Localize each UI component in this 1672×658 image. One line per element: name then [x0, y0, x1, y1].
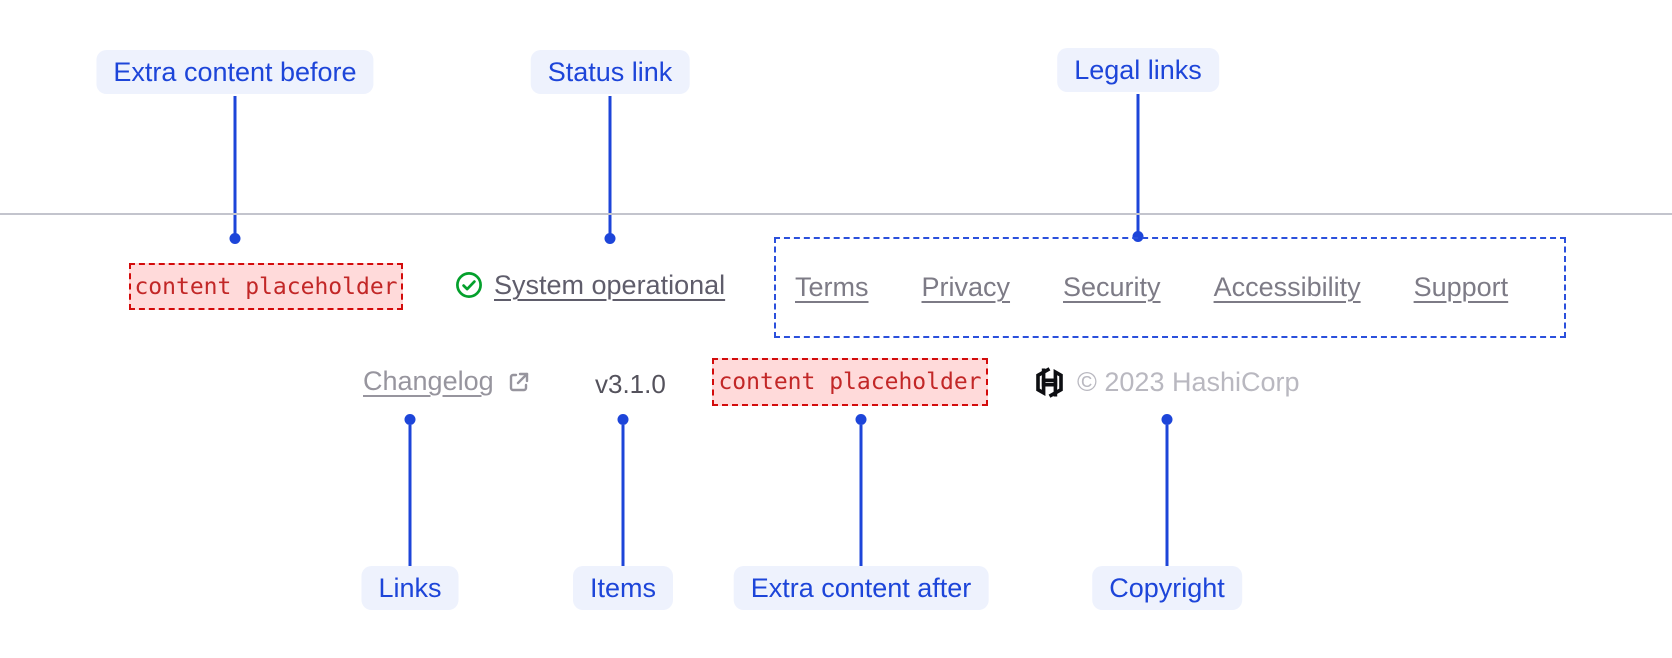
annotation-extra-content-before: Extra content before	[96, 50, 374, 94]
connector-line	[1136, 94, 1140, 232]
annotation-extra-content-after: Extra content after	[733, 566, 989, 610]
placeholder-text: content placeholder	[718, 369, 982, 395]
copyright: © 2023 HashiCorp	[1036, 367, 1300, 398]
footer-top-divider	[0, 213, 1672, 215]
hashicorp-logo	[1036, 367, 1063, 398]
check-circle-icon	[455, 271, 483, 299]
changelog-link-label[interactable]: Changelog	[363, 366, 494, 396]
connector-dot	[1161, 414, 1173, 425]
annotation-legal-links: Legal links	[1057, 48, 1219, 92]
connector-dot	[604, 233, 616, 244]
extra-content-before-placeholder: content placeholder	[129, 263, 403, 310]
annotation-items: Items	[572, 566, 674, 610]
connector-dot	[855, 414, 867, 425]
copyright-text: © 2023 HashiCorp	[1077, 367, 1300, 397]
annotation-links: Links	[361, 566, 459, 610]
connector-line	[621, 425, 625, 566]
version-item: v3.1.0	[595, 369, 666, 399]
extra-content-after-placeholder: content placeholder	[712, 358, 988, 406]
legal-links-region: Terms Privacy Security Accessibility Sup…	[774, 237, 1566, 338]
connector-dot	[404, 414, 416, 425]
annotation-status-link: Status link	[530, 50, 690, 94]
connector-dot	[1132, 231, 1144, 242]
connector-dot	[229, 233, 241, 244]
legal-link-terms[interactable]: Terms	[795, 272, 869, 302]
connector-line	[233, 96, 237, 234]
legal-link-support[interactable]: Support	[1413, 272, 1509, 302]
connector-line	[1165, 425, 1169, 566]
annotation-copyright: Copyright	[1092, 566, 1242, 610]
connector-line	[859, 425, 863, 566]
status-link[interactable]: System operational	[494, 270, 726, 300]
external-link-icon	[507, 370, 531, 394]
legal-link-security[interactable]: Security	[1063, 272, 1161, 302]
connector-line	[608, 96, 612, 234]
legal-link-accessibility[interactable]: Accessibility	[1213, 272, 1361, 302]
placeholder-text: content placeholder	[134, 273, 398, 300]
connector-dot	[617, 414, 629, 425]
changelog-link[interactable]: Changelog	[363, 366, 531, 397]
connector-line	[408, 425, 412, 566]
legal-link-privacy[interactable]: Privacy	[921, 272, 1011, 302]
